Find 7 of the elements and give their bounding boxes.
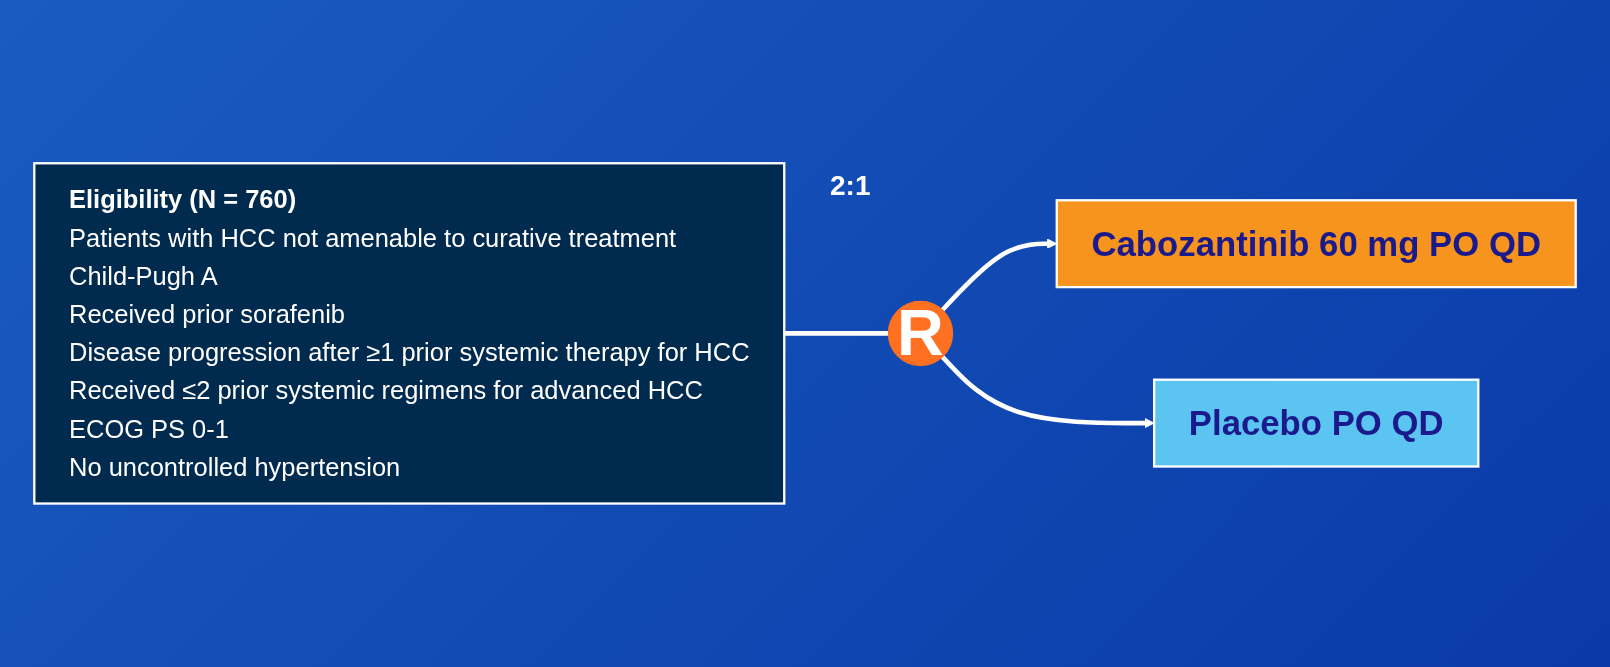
- node-box: Placebo PO QD: [1153, 378, 1480, 468]
- node-box: Cabozantinib 60 mg PO QD: [1055, 199, 1577, 289]
- node-circle: R: [887, 300, 954, 367]
- node-box: Eligibility (N = 760) Patients with HCC not amenable to curative treatment Child-Pugh A Received prior sorafenib Disease progression after ≥1 prior systemic therapy for HCC Received ≤2 prior systemic regimens for advanced HCC ECOG PS 0-1 No uncontrolled hypertension: [33, 162, 786, 505]
- connector: [784, 331, 889, 336]
- arrow: [940, 355, 1155, 429]
- ratio-label: 2:1: [830, 170, 871, 202]
